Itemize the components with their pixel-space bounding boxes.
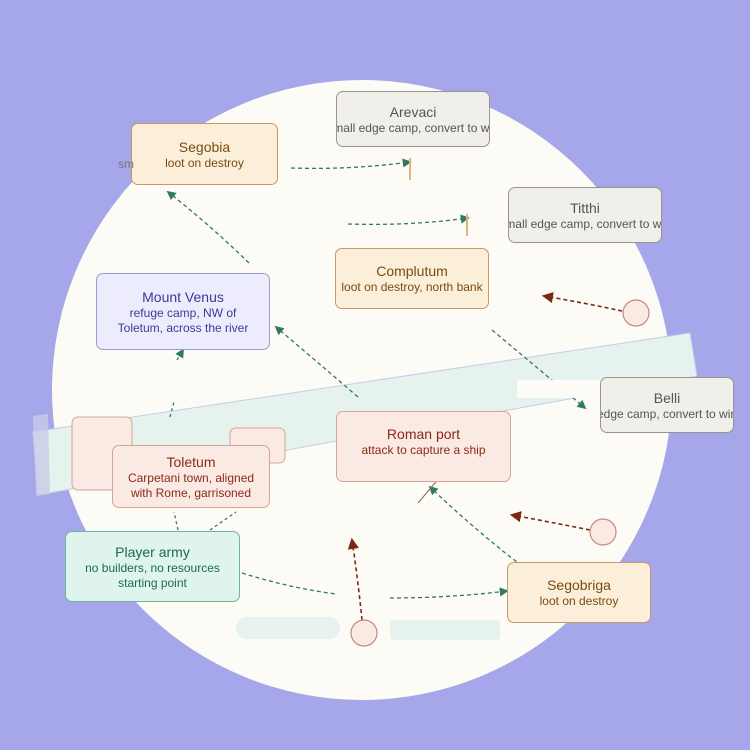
roman-port-sub: attack to capture a ship	[361, 443, 486, 457]
titthi-title: Titthi	[570, 199, 600, 216]
mount-venus-title: Mount Venus	[142, 288, 224, 305]
route-river-stub	[169, 401, 175, 418]
mount-venus-sub-1: refuge camp, NW of	[129, 305, 237, 320]
card-shadow-right	[517, 380, 617, 398]
node-titthi[interactable]: Titthi small edge camp, convert to win	[508, 187, 662, 243]
shore-patch-2	[390, 620, 500, 640]
node-belli[interactable]: Belli edge camp, convert to win	[600, 377, 734, 433]
shore-patch	[236, 617, 340, 639]
route-toletum-venus	[175, 348, 184, 361]
belli-sub: edge camp, convert to win	[600, 406, 734, 421]
belli-title: Belli	[653, 389, 681, 406]
node-complutum[interactable]: Complutum loot on destroy, north bank	[335, 248, 489, 309]
node-segobia[interactable]: Segobia loot on destroy	[131, 123, 278, 185]
threat-east-1	[541, 291, 623, 312]
player-army-title: Player army	[115, 543, 190, 560]
tick-1	[409, 158, 411, 180]
node-segobriga[interactable]: Segobriga loot on destroy	[507, 562, 651, 623]
node-arevaci[interactable]: Arevaci small edge camp, convert to win	[336, 91, 490, 147]
arevaci-title: Arevaci	[389, 103, 437, 120]
node-toletum[interactable]: Toletum Carpetani town, aligned with Rom…	[112, 445, 270, 508]
titthi-sub: small edge camp, convert to win	[509, 216, 662, 231]
node-roman-port[interactable]: Roman port attack to capture a ship	[336, 411, 511, 482]
enemy-spawn-south	[350, 619, 378, 647]
roman-port-title: Roman port	[386, 426, 461, 442]
complutum-sub: loot on destroy, north bank	[341, 280, 483, 294]
threat-east-2	[509, 511, 591, 531]
route-player-center	[241, 572, 337, 595]
threat-south	[347, 537, 363, 621]
toletum-sub-1: Carpetani town, aligned	[127, 470, 255, 485]
segobriga-sub: loot on destroy	[539, 594, 619, 608]
mount-venus-sub-2: Toletum, across the river	[117, 320, 249, 335]
segobia-sub: loot on destroy	[165, 155, 244, 170]
toletum-sub-2: with Rome, garrisoned	[130, 485, 252, 500]
player-army-sub-2: starting point	[118, 575, 187, 590]
text-fragment: sm	[118, 157, 134, 171]
toletum-title: Toletum	[166, 453, 216, 470]
enemy-spawn-east-2	[589, 518, 617, 546]
node-player-army[interactable]: Player army no builders, no resources st…	[65, 531, 240, 602]
complutum-title: Complutum	[376, 263, 448, 279]
segobriga-title: Segobriga	[547, 577, 611, 593]
route-player-toletum-b	[209, 511, 237, 531]
route-complutum-titthi	[347, 214, 470, 226]
route-center-segobriga	[389, 587, 509, 599]
arevaci-sub: small edge camp, convert to win	[337, 120, 490, 135]
player-army-sub-1: no builders, no resources	[85, 560, 220, 575]
route-complutum-belli	[491, 329, 587, 410]
route-segobia-arevaci	[290, 158, 412, 170]
segobia-title: Segobia	[178, 138, 231, 155]
tick-2	[466, 214, 468, 236]
route-segobriga-port	[428, 485, 523, 567]
node-mount-venus[interactable]: Mount Venus refuge camp, NW of Toletum, …	[96, 273, 270, 350]
river-lower-bank	[33, 414, 50, 496]
enemy-spawn-east-1	[622, 299, 650, 327]
